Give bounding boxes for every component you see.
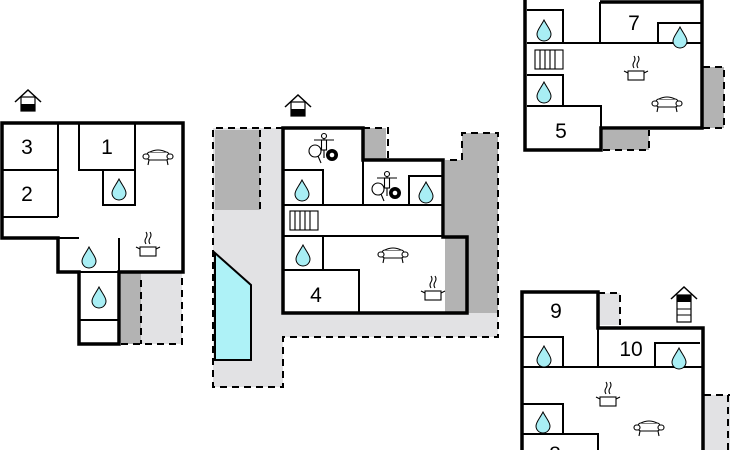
house-plan-d: 9 10 8: [520, 285, 730, 450]
room-label-2: 2: [21, 183, 33, 206]
bathroom-icon: [536, 19, 552, 42]
room-label-9: 9: [550, 300, 562, 323]
bathroom-icon: [672, 26, 688, 49]
table-tennis-icon: [308, 132, 339, 164]
house-plan-a: 3 2 1: [0, 89, 185, 346]
bathroom-icon: [536, 81, 552, 104]
bathroom-icon: [418, 181, 434, 204]
room-label-3: 3: [21, 136, 33, 159]
kitchen-icon: [135, 231, 161, 257]
stairs-icon: [289, 210, 319, 231]
room-label-7: 7: [628, 12, 640, 35]
bathroom-icon: [295, 244, 311, 267]
entrance-icon: [14, 89, 42, 112]
entrance-icon: [284, 94, 312, 117]
kitchen-icon: [595, 381, 621, 407]
room-label-1: 1: [101, 136, 113, 159]
bathroom-icon: [671, 347, 687, 370]
bathroom-icon: [294, 179, 310, 202]
pool: [214, 250, 252, 361]
room-label-8: 8: [549, 443, 561, 450]
room-label-10: 10: [619, 338, 642, 361]
sofa-icon: [142, 149, 174, 166]
billiards-icon: [371, 170, 402, 202]
kitchen-icon: [623, 55, 649, 81]
kitchen-icon: [420, 275, 446, 301]
sofa-icon: [651, 96, 683, 113]
entrance-icon: [670, 285, 698, 323]
bathroom-icon: [81, 246, 97, 269]
room-label-5: 5: [555, 120, 567, 143]
stairs-icon: [534, 49, 564, 70]
bathroom-icon: [536, 345, 552, 368]
sofa-icon: [633, 420, 665, 437]
bathroom-icon: [91, 286, 107, 309]
house-plan-b: 4: [212, 94, 499, 388]
house-plan-c: 7 5: [523, 0, 725, 152]
sofa-icon: [377, 247, 409, 264]
bathroom-icon: [111, 178, 127, 201]
bathroom-icon: [535, 411, 551, 434]
room-label-4: 4: [310, 284, 322, 307]
